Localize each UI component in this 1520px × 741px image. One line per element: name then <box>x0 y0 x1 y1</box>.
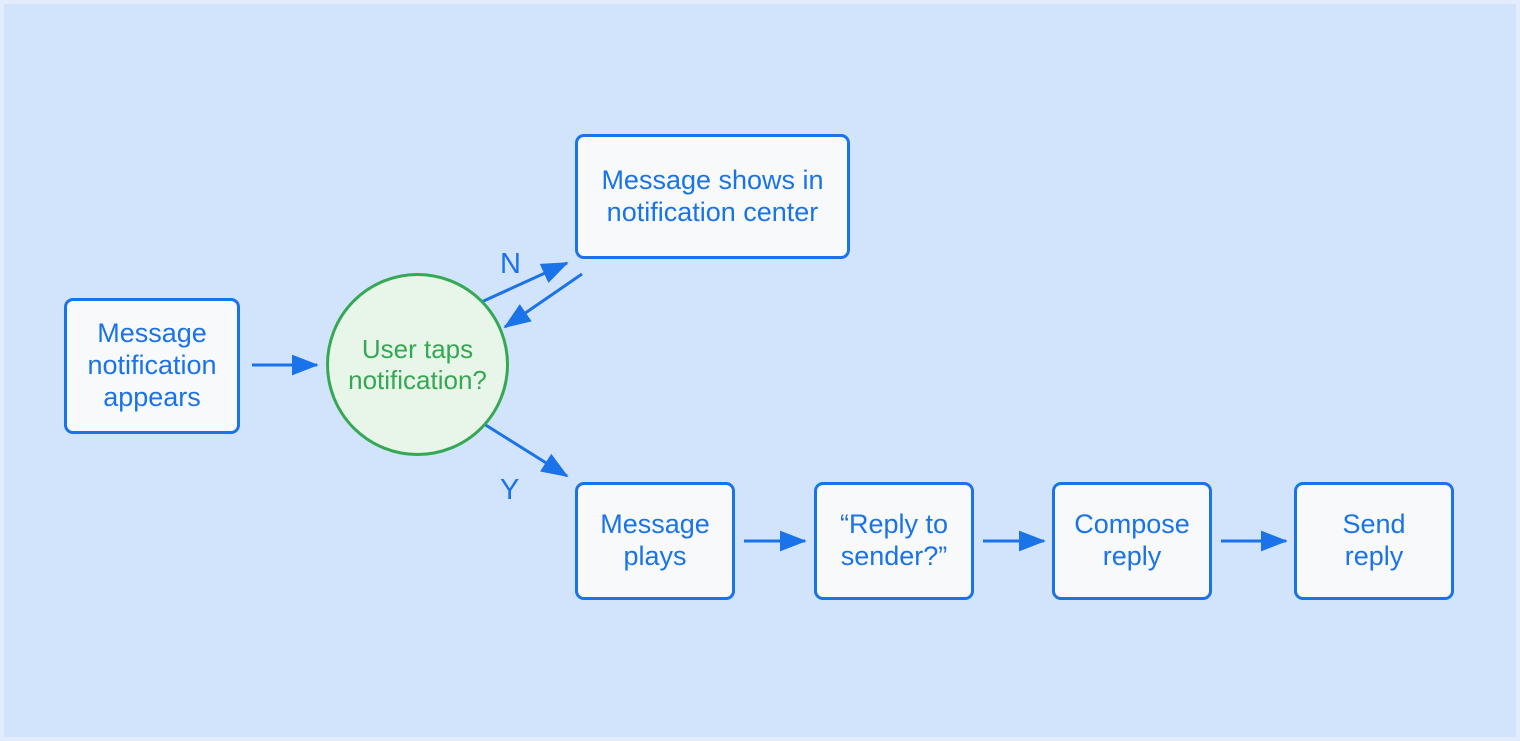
edge-label-yes: Y <box>500 474 520 506</box>
node-compose-reply[interactable]: Compose reply <box>1052 482 1212 600</box>
edge-label-no: N <box>500 248 521 280</box>
node-user-taps-notification-decision[interactable]: User taps notification? <box>326 273 509 456</box>
edge-decision-to-message-plays <box>483 422 569 478</box>
edge-notif-center-to-decision <box>503 272 583 329</box>
node-reply-to-sender-prompt[interactable]: “Reply to sender?” <box>814 482 974 600</box>
node-message-plays[interactable]: Message plays <box>575 482 735 600</box>
edge-decision-to-notif-center <box>476 261 569 306</box>
node-message-notification-appears[interactable]: Message notification appears <box>64 298 240 434</box>
node-message-shows-in-notification-center[interactable]: Message shows in notification center <box>575 134 850 259</box>
node-send-reply[interactable]: Send reply <box>1294 482 1454 600</box>
